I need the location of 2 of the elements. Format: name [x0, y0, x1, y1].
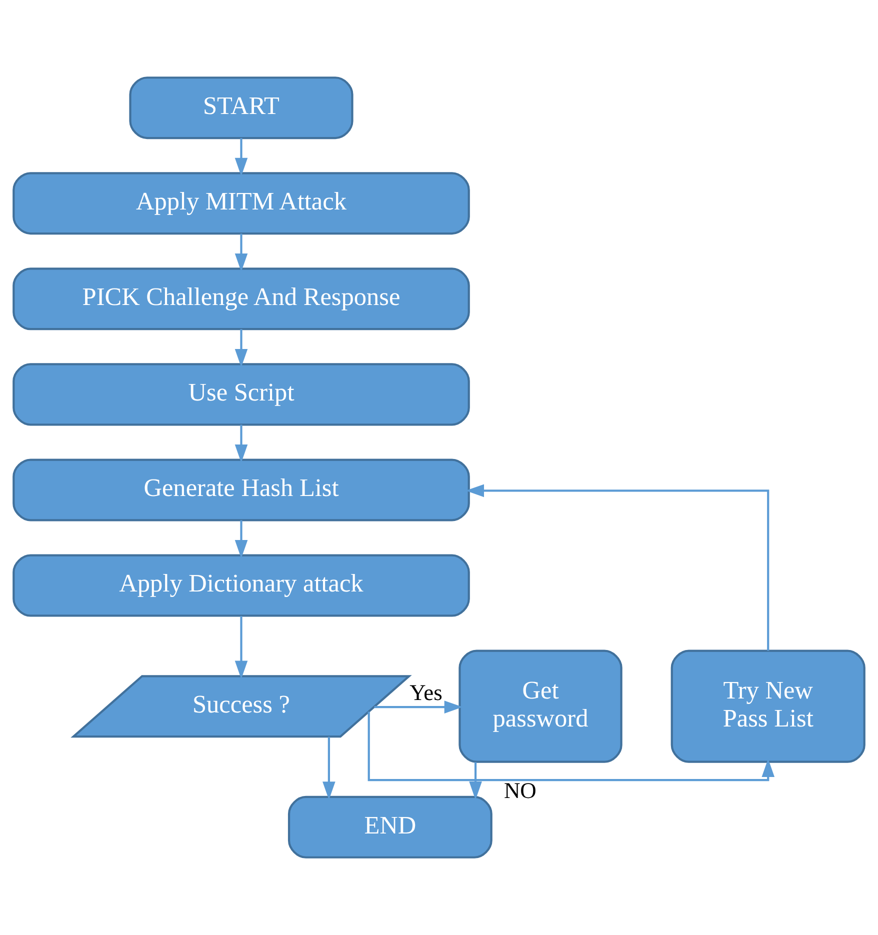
edge-label: NO [504, 778, 536, 804]
edge-label: Yes [410, 680, 442, 705]
